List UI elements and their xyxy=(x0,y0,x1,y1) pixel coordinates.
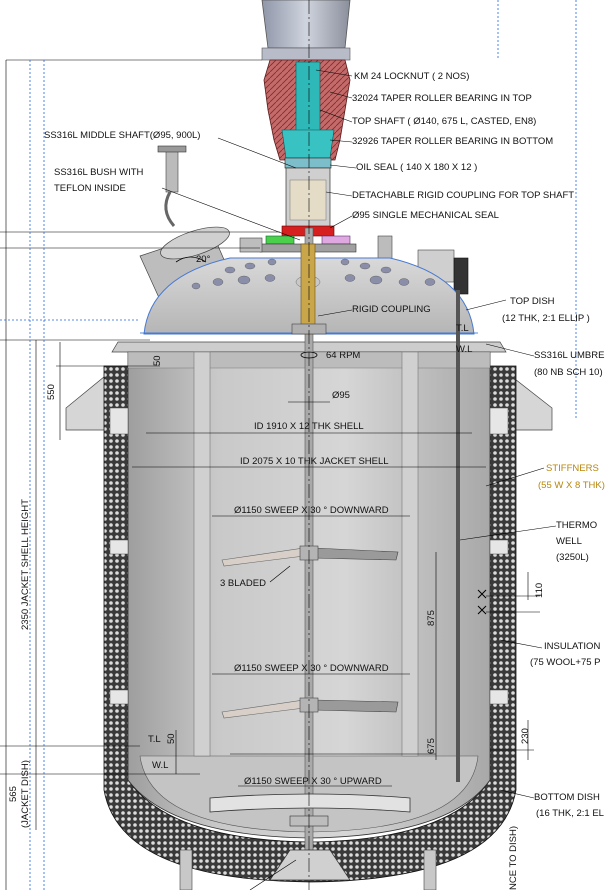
left-dotted-lines xyxy=(0,60,140,890)
label-bottom-dish-2: (16 THK, 2:1 EL xyxy=(536,808,604,819)
gearbox-flange xyxy=(261,47,351,61)
label-dim-110: 110 xyxy=(534,582,545,598)
label-bush-2: TEFLON INSIDE xyxy=(54,183,126,194)
leg-right xyxy=(423,849,437,890)
label-dim-565: 565 xyxy=(8,786,19,802)
label-bush-1: SS316L BUSH WITH xyxy=(54,167,144,178)
label-tl-bottom: T.L xyxy=(148,734,161,745)
label-insulation-2: (75 WOOL+75 P xyxy=(530,657,601,668)
label-shell-id: ID 1910 X 12 THK SHELL xyxy=(254,421,364,432)
right-dimensions xyxy=(477,572,540,760)
left-dimensions xyxy=(0,59,280,890)
label-umbrella-2: (80 NB SCH 10) xyxy=(534,367,603,378)
label-bearing-top: 32024 TAPER ROLLER BEARING IN TOP xyxy=(352,93,532,104)
seal-green-right xyxy=(321,235,351,245)
label-oil-seal: OIL SEAL ( 140 X 180 X 12 ) xyxy=(356,162,478,173)
angle-arc xyxy=(175,256,207,263)
seal-green-left xyxy=(265,235,295,245)
label-stiffeners-2: (55 W X 8 THK) xyxy=(538,480,605,491)
label-bottom-dish-1: BOTTOM DISH xyxy=(534,792,600,803)
sight-nozzle xyxy=(165,149,179,193)
gearbox xyxy=(261,0,351,49)
top-shaft-taper xyxy=(281,129,335,159)
label-coupling-top: DETACHABLE RIGID COUPLING FOR TOP SHAFT xyxy=(352,190,575,201)
label-dim-230: 230 xyxy=(520,728,531,744)
stiffeners xyxy=(109,407,509,705)
label-angle: 20° xyxy=(196,254,211,265)
label-top-shaft: TOP SHAFT ( Ø140, 675 L, CASTED, EN8) xyxy=(352,116,537,127)
label-shaft-dia: Ø95 xyxy=(332,390,350,401)
leg-left xyxy=(179,849,193,890)
sight-pipe xyxy=(164,191,176,227)
coupling-mesh xyxy=(289,179,327,221)
label-thermo-3: (3250L) xyxy=(556,552,589,563)
nozzle-left-small xyxy=(239,237,263,253)
label-top-dish-1: TOP DISH xyxy=(510,296,555,307)
internal-dimensions xyxy=(132,401,486,787)
label-rigid-coupling: RIGID COUPLING xyxy=(352,304,431,315)
label-top-dish-2: (12 THK, 2:1 ELLIP ) xyxy=(502,313,590,324)
middle-shaft-gold xyxy=(300,243,316,335)
bottom-outlet xyxy=(269,849,351,881)
right-dotted-lines xyxy=(497,0,577,420)
label-bearing-bottom: 32926 TAPER ROLLER BEARING IN BOTTOM xyxy=(352,136,554,147)
impeller-1 xyxy=(221,545,399,567)
label-shell-height: 2350 JACKET SHELL HEIGHT xyxy=(20,499,31,630)
thermowell-head xyxy=(453,257,469,295)
label-locknut: KM 24 LOCKNUT ( 2 NOS) xyxy=(354,71,470,82)
label-middle-shaft: SS316L MIDDLE SHAFT(Ø95, 900L) xyxy=(44,130,201,141)
label-thermo-1: THERMO xyxy=(556,520,598,531)
label-bladed: 3 BLADED xyxy=(220,578,266,589)
insulation xyxy=(103,365,517,883)
label-dim-875: 875 xyxy=(426,610,437,626)
label-mech-seal: Ø95 SINGLE MECHANICAL SEAL xyxy=(352,210,499,221)
label-jacket-dish: (JACKET DISH) xyxy=(20,760,31,828)
label-wl-bottom: W.L xyxy=(152,760,169,771)
leader-lines xyxy=(161,69,557,890)
lug-left xyxy=(65,371,111,431)
label-sweep-1: Ø1150 SWEEP X 30 ° DOWNWARD xyxy=(234,505,389,516)
baffles xyxy=(193,351,419,757)
label-thermo-2: WELL xyxy=(556,536,582,547)
label-stiffeners-1: STIFFNERS xyxy=(546,463,599,474)
label-sweep-2: Ø1150 SWEEP X 30 ° DOWNWARD xyxy=(234,663,389,674)
impeller-2 xyxy=(221,697,399,719)
label-jacket-id: ID 2075 X 10 THK JACKET SHELL xyxy=(240,456,389,467)
label-rpm: 64 RPM xyxy=(326,350,361,361)
label-nce-to-dish: NCE TO DISH) xyxy=(508,825,519,890)
label-wl-top: W.L xyxy=(456,344,473,355)
label-insulation-1: INSULATION xyxy=(544,641,601,652)
label-dim-50-bottom: 50 xyxy=(166,733,177,744)
sight-flange xyxy=(157,145,187,153)
nozzle-right-1 xyxy=(377,235,393,261)
label-sweep-3: Ø1150 SWEEP X 30 ° UPWARD xyxy=(244,776,382,787)
label-umbrella-1: SS316L UMBRE xyxy=(534,350,605,361)
label-dim-550: 550 xyxy=(46,384,57,400)
label-dim-675: 675 xyxy=(426,738,437,754)
label-tl-top: T.L xyxy=(456,323,469,334)
label-dim-50-top: 50 xyxy=(152,355,163,366)
